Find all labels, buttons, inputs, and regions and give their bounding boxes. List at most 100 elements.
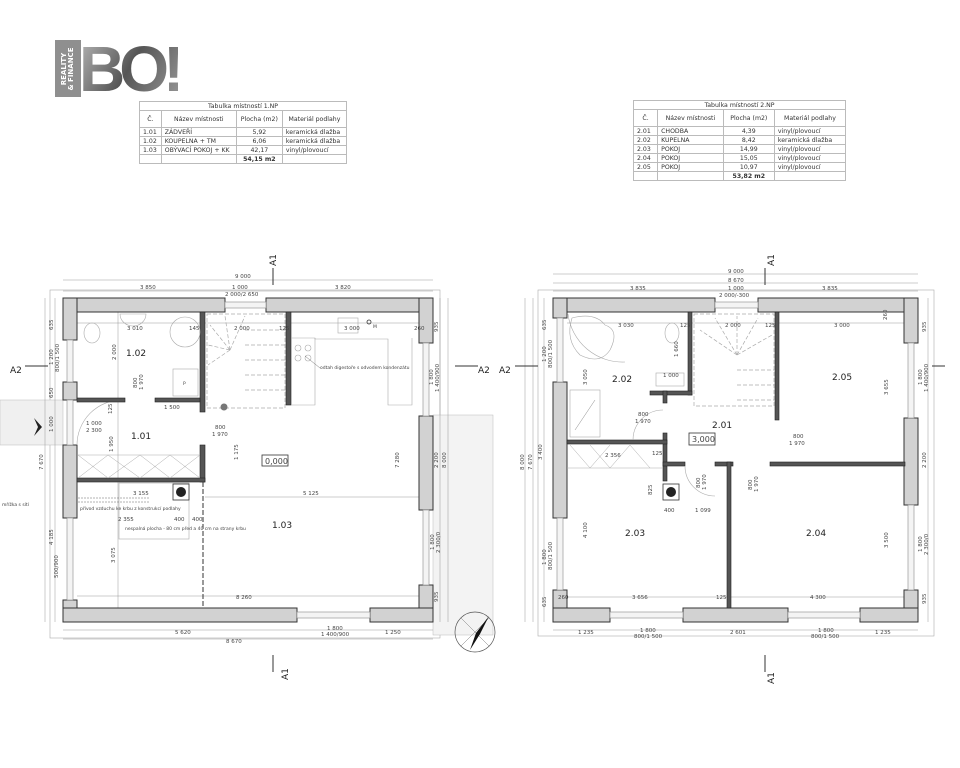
entrance-step [0,399,64,446]
dimension-label: 3 850 [140,285,156,291]
washbasin-icon [119,313,147,327]
dimension-label: 2 300/0 [436,531,442,553]
room-label: 1.03 [272,521,292,531]
section-label: A1 [767,672,777,684]
table-total-row: 53,82 m2 [632,171,847,181]
dimension-label: 1 000 [49,416,55,432]
dimension-label: 1 800 [429,369,435,385]
dimension-label: 3 835 [630,286,646,292]
annotation-hearth: nespalná plocha - 80 cm před a 40 cm na … [125,525,246,532]
exterior-walls [62,297,434,623]
dimension-label: 125 [652,451,663,457]
room-label: 2.02 [612,375,632,385]
room-table-2np: Tabulka místností 2.NP Č. Název místnost… [632,100,847,181]
dimension-label: 1 970 [212,432,228,438]
dimension-label: 1 800 [918,536,924,552]
dimension-label: 800/1 500 [811,634,840,640]
room-label: 1.01 [131,432,151,442]
outline [537,289,935,637]
dimension-label: 1 970 [702,474,708,490]
dimension-label: 800/1 500 [548,541,554,570]
dimension-label: 800 [793,434,804,440]
exterior-walls [552,297,919,623]
dimension-label: 8 000 [520,454,526,470]
dimension-label: 800 [748,479,754,490]
window [66,339,74,383]
kitchen-counter [291,317,413,406]
total-area: 54,15 m2 [235,154,283,164]
windows [556,301,915,619]
floor-plan-2np: 3,000 2.02 2.01 2.05 2.03 2.04 A1 A1 A2 … [499,254,945,684]
section-label: A1 [269,254,279,266]
level-mark: 3,000 [692,435,715,444]
dimension-lines [44,279,449,640]
windows [66,301,430,619]
dimension-label: 2 000 [725,323,741,329]
entrance-arrow-icon [34,418,42,436]
dimension-label: 260 [558,595,569,601]
dimension-label: 3 400 [538,444,544,460]
window [66,517,74,601]
dimension-label: 650 [49,387,55,398]
shower-icon [569,389,601,438]
dimension-label: 1 500 [164,405,180,411]
dimension-label: 3 000 [834,323,850,329]
section-label: A2 [478,366,490,376]
dimension-label: 125 [279,326,290,332]
room-label: 2.04 [806,529,826,539]
dimension-label: 935 [922,593,928,604]
dimension-label: 635 [542,319,548,330]
boiler-label: P [183,381,186,387]
section-marks: A1 A1 A2 A2 [10,254,490,680]
dimension-label: 1 950 [109,436,115,452]
annotation-hood: odtah digestoře s odvodem kondenzátu [320,364,410,371]
dimension-label: 800 [638,412,649,418]
water-meter-icon [366,319,372,325]
north-arrow-icon [454,611,496,653]
dimension-label: 2 000 [234,326,250,332]
dimension-label: 7 670 [39,454,45,470]
dimension-label: 1 800 [640,628,656,634]
dimension-label: 2 000 [112,344,118,360]
dimension-label: 1 800 [818,628,834,634]
dimension-label: 5 125 [303,491,319,497]
dimension-label: 935 [922,321,928,332]
door-swing [632,409,664,441]
round-shower-icon [169,316,201,348]
dimension-label: 1 235 [875,630,891,636]
dimension-lines [524,273,929,631]
window [224,301,267,309]
dimension-label: 635 [49,319,55,330]
section-label: A2 [499,366,511,376]
dimension-label: 125 [765,323,776,329]
dimension-label: 1 000 [728,286,744,292]
dimension-label: 1 000 [86,421,102,427]
dimension-label: 1 400/900 [321,632,350,638]
dimension-label: 2 356 [605,453,621,459]
dimension-labels: 9 000 8 670 3 835 1 000 2 000/-300 3 835… [520,269,930,640]
dimension-label: 1 000 [232,285,248,291]
dimension-label: 2 000/2 650 [225,292,259,298]
section-marks: A1 A1 A2 [499,254,945,684]
dimension-label: 3 075 [111,547,117,563]
dimension-label: 5 620 [175,630,191,636]
dimension-label: 400 [192,517,203,523]
dimension-label: 3 820 [335,285,351,291]
window [556,317,564,383]
dimension-label: 1 400/900 [924,363,930,392]
dimension-labels: 9 000 3 850 1 000 2 000/2 650 3 820 635 … [39,274,448,645]
dimension-label: 3 030 [618,323,634,329]
annotation-grille: mřížka s sítí [2,501,30,508]
dimension-label: 3 655 [884,379,890,395]
dimension-label: 260 [883,309,889,320]
dimension-label: 8 670 [728,278,744,284]
dimension-label: 3 010 [127,326,143,332]
dimension-label: 3 500 [884,532,890,548]
dimension-label: 7 670 [528,454,534,470]
dimension-label: 1 970 [789,441,805,447]
dimension-label: 1 175 [234,444,240,460]
dimension-label: 9 000 [235,274,251,280]
hearth-area [118,482,190,540]
dimension-label: 8 000 [442,452,448,468]
